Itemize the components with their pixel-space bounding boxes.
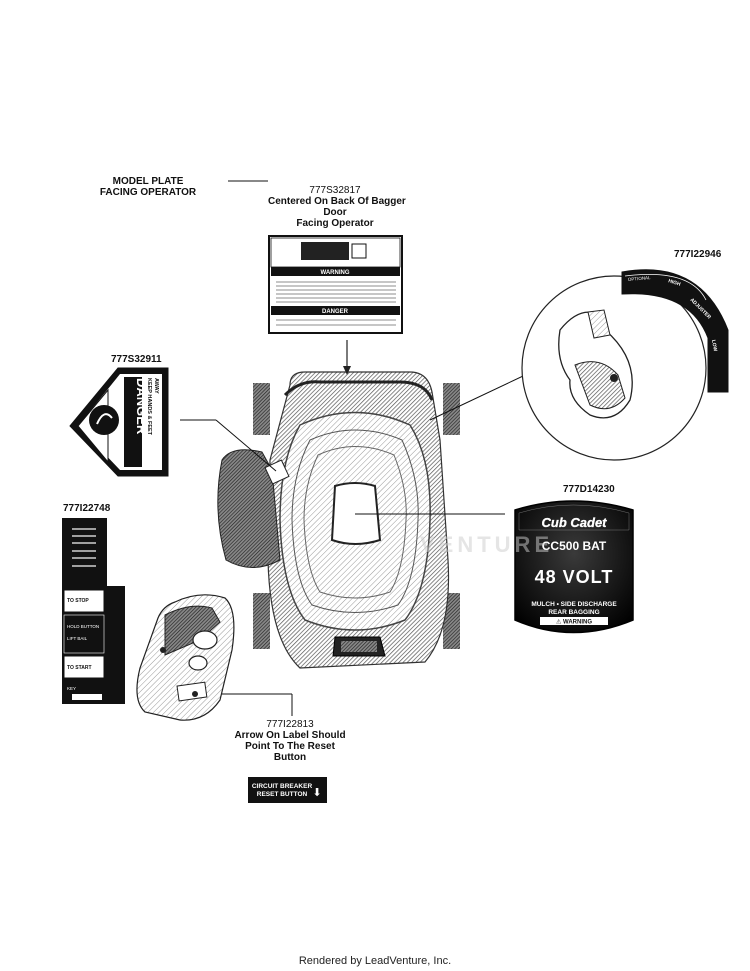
reset-callout-line3: Button	[273, 752, 307, 763]
ss-to-start: TO START	[67, 665, 92, 671]
bagger-door-callout: 777S32817 Centered On Back Of Bagger Doo…	[268, 185, 406, 229]
bagger-door-line1: Centered On Back Of Bagger	[268, 196, 406, 207]
side-danger-part: 777S32911	[111, 354, 162, 365]
reset-part: 777I22813	[266, 719, 314, 730]
side-discharge-chute	[217, 449, 281, 568]
reset-callout-line1: Arrow On Label Should	[234, 730, 346, 741]
wheel-front-right	[443, 383, 460, 435]
danger-sub1: KEEP HANDS & FEET	[146, 378, 152, 436]
bagger-door-line2: Door	[323, 207, 347, 218]
hood-warning: ⚠ WARNING	[556, 619, 592, 626]
hood-brand: Cub Cadet	[542, 515, 608, 530]
reset-callout-line2: Point To The Reset	[245, 741, 335, 752]
model-plate-callout: MODEL PLATE FACING OPERATOR	[88, 176, 208, 198]
mower-body	[217, 371, 460, 669]
height-low: LOW	[710, 339, 718, 352]
start-stop-decal: TO STOP HOLD BUTTON LIFT BAIL TO START K…	[62, 518, 125, 704]
hood-line2: REAR BAGGING	[548, 609, 599, 616]
reset-callout: 777I22813 Arrow On Label Should Point To…	[225, 719, 355, 763]
hood-line1: MULCH • SIDE DISCHARGE	[531, 601, 617, 608]
hood-decal: Cub Cadet CC500 BAT 48 VOLT MULCH • SIDE…	[514, 500, 634, 634]
bagger-danger-text: DANGER	[322, 309, 349, 315]
height-high: HIGH	[667, 278, 681, 288]
danger-sub2: AWAY	[153, 378, 159, 394]
danger-decal: DANGER KEEP HANDS & FEET AWAY	[69, 367, 169, 477]
danger-word: DANGER	[134, 378, 149, 435]
height-adjust-part: 777I22946	[674, 249, 722, 260]
reset-line2: RESET BUTTON	[257, 791, 308, 798]
reset-decal: CIRCUIT BREAKER RESET BUTTON ⬇	[248, 777, 327, 803]
ss-lift: LIFT BAIL	[67, 636, 88, 641]
reset-line1: CIRCUIT BREAKER	[252, 783, 313, 790]
bagger-warning-text: WARNING	[321, 270, 350, 276]
ss-to-stop: TO STOP	[67, 598, 89, 604]
bagger-door-part: 777S32817	[309, 185, 361, 196]
height-adjuster-detail	[521, 275, 707, 461]
hand-hazard-icon	[89, 405, 119, 435]
footer-credit: Rendered by LeadVenture, Inc.	[298, 955, 452, 967]
hood-label-part: 777D14230	[563, 484, 615, 495]
height-adjuster-decal: HIGH ADJUSTER LOW OPTIONAL	[621, 269, 729, 393]
watermark: VENTURE	[420, 532, 553, 557]
ss-hold: HOLD BUTTON	[67, 624, 99, 629]
bagger-door-decal: WARNING DANGER	[268, 235, 403, 334]
wheel-rear-left	[253, 593, 270, 649]
reset-arrow-icon: ⬇	[312, 787, 321, 799]
height-optional: OPTIONAL	[628, 275, 652, 282]
handle-control-panel	[136, 594, 235, 721]
ss-key: KEY	[67, 686, 76, 691]
hood-voltage: 48 VOLT	[535, 567, 614, 587]
hood-model: CC500 BAT	[542, 539, 607, 553]
start-stop-part: 777I22748	[63, 503, 111, 514]
model-plate-line1: MODEL PLATE	[112, 176, 184, 187]
bagger-door-line3: Facing Operator	[296, 218, 374, 229]
model-plate-line2: FACING OPERATOR	[99, 187, 197, 198]
wheel-front-left	[253, 383, 270, 435]
side-label-placement	[264, 459, 290, 485]
